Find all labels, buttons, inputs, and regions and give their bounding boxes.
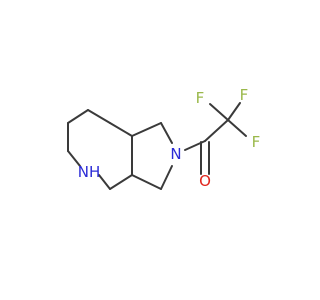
bonds [67, 102, 247, 190]
bond-cf3-f2 [227, 102, 241, 121]
molecule-structure: F F F N NH O [67, 86, 261, 190]
fluorine-atom-3: F [252, 133, 261, 151]
bond-n2-c3 [160, 165, 173, 190]
bond-c3a-c4b [109, 122, 133, 137]
bond-cf3-f1 [209, 103, 229, 121]
bond-c3a-c1 [131, 122, 162, 137]
piperidine-nh-atom: NH [78, 163, 101, 181]
fluorine-atom-1: F [196, 89, 205, 107]
bond-cf3-f3 [227, 119, 247, 137]
bond-n5-c7 [98, 174, 111, 190]
bond-c4-c5 [67, 109, 89, 124]
bond-c3a-c4 [87, 109, 111, 124]
pyrrolidine-nitrogen-atom: N [170, 145, 181, 163]
fluorine-atom-2: F [240, 86, 249, 104]
bond-c1-n2 [160, 122, 173, 144]
bond-c7-c7a [109, 174, 133, 190]
bond-c6-n5 [67, 150, 81, 167]
atom-labels: F F F N NH O [78, 86, 261, 190]
carbonyl-oxygen-atom: O [199, 172, 211, 190]
bond-c3-c7a [131, 174, 162, 190]
bond-carbonyl-cf3 [204, 119, 229, 142]
